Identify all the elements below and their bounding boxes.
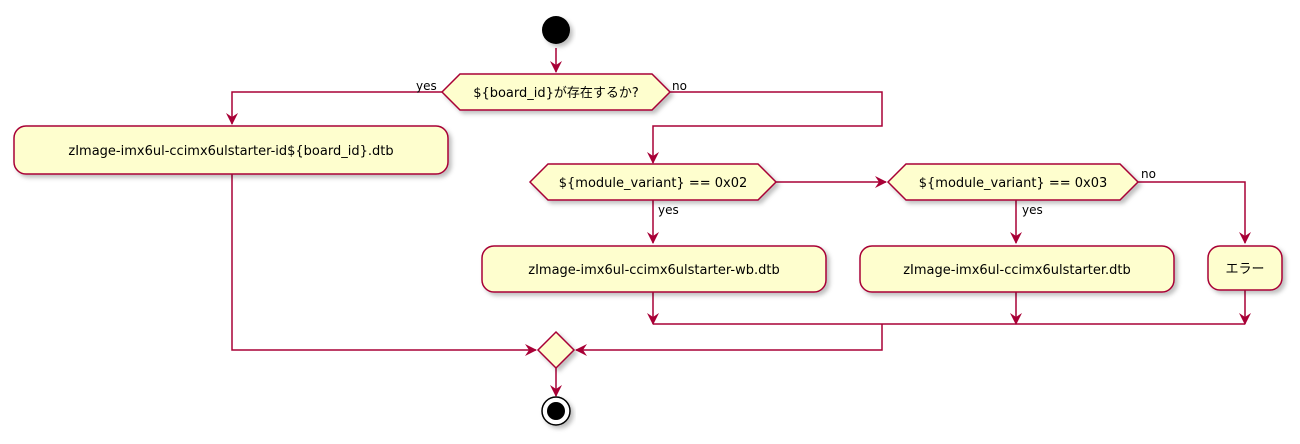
- action-error-text: エラー: [1225, 262, 1264, 277]
- edge-inner-merge-to-final-merge: [575, 324, 883, 356]
- decision-board-id: ${board_id}が存在するか?: [440, 73, 672, 111]
- start-node: [542, 16, 570, 44]
- action-wb-dtb-text: zImage-imx6ul-ccimx6ulstarter-wb.dtb: [528, 263, 780, 278]
- action-default-dtb: zImage-imx6ul-ccimx6ulstarter.dtb: [859, 245, 1175, 293]
- edge-label-variant03-yes: yes: [1022, 203, 1043, 217]
- action-default-dtb-text: zImage-imx6ul-ccimx6ulstarter.dtb: [903, 263, 1131, 278]
- decision-board-id-text: ${board_id}が存在するか?: [473, 86, 639, 101]
- edge-label-board-yes: yes: [416, 79, 437, 93]
- edge-label-board-no: no: [672, 79, 687, 93]
- edge-board-no: [647, 91, 883, 164]
- edge-board-yes: [226, 91, 442, 125]
- edge-board-action-to-merge: [231, 174, 537, 356]
- action-board-dtb-text: zImage-imx6ul-ccimx6ulstarter-id${board_…: [68, 144, 393, 159]
- edge-label-variant03-no: no: [1141, 167, 1156, 181]
- action-board-dtb: zImage-imx6ul-ccimx6ulstarter-id${board_…: [13, 125, 449, 175]
- decision-variant-03: ${module_variant} == 0x03: [886, 163, 1140, 201]
- decision-variant-02: ${module_variant} == 0x02: [528, 163, 778, 201]
- decision-variant-02-text: ${module_variant} == 0x02: [559, 176, 748, 191]
- merge-diamond: [536, 330, 576, 370]
- action-wb-dtb: zImage-imx6ul-ccimx6ulstarter-wb.dtb: [481, 245, 827, 293]
- decision-variant-03-text: ${module_variant} == 0x03: [919, 176, 1108, 191]
- action-error: エラー: [1207, 245, 1283, 291]
- edge-variant03-no: [1138, 181, 1251, 244]
- end-node: [541, 396, 571, 426]
- edge-label-variant02-yes: yes: [658, 203, 679, 217]
